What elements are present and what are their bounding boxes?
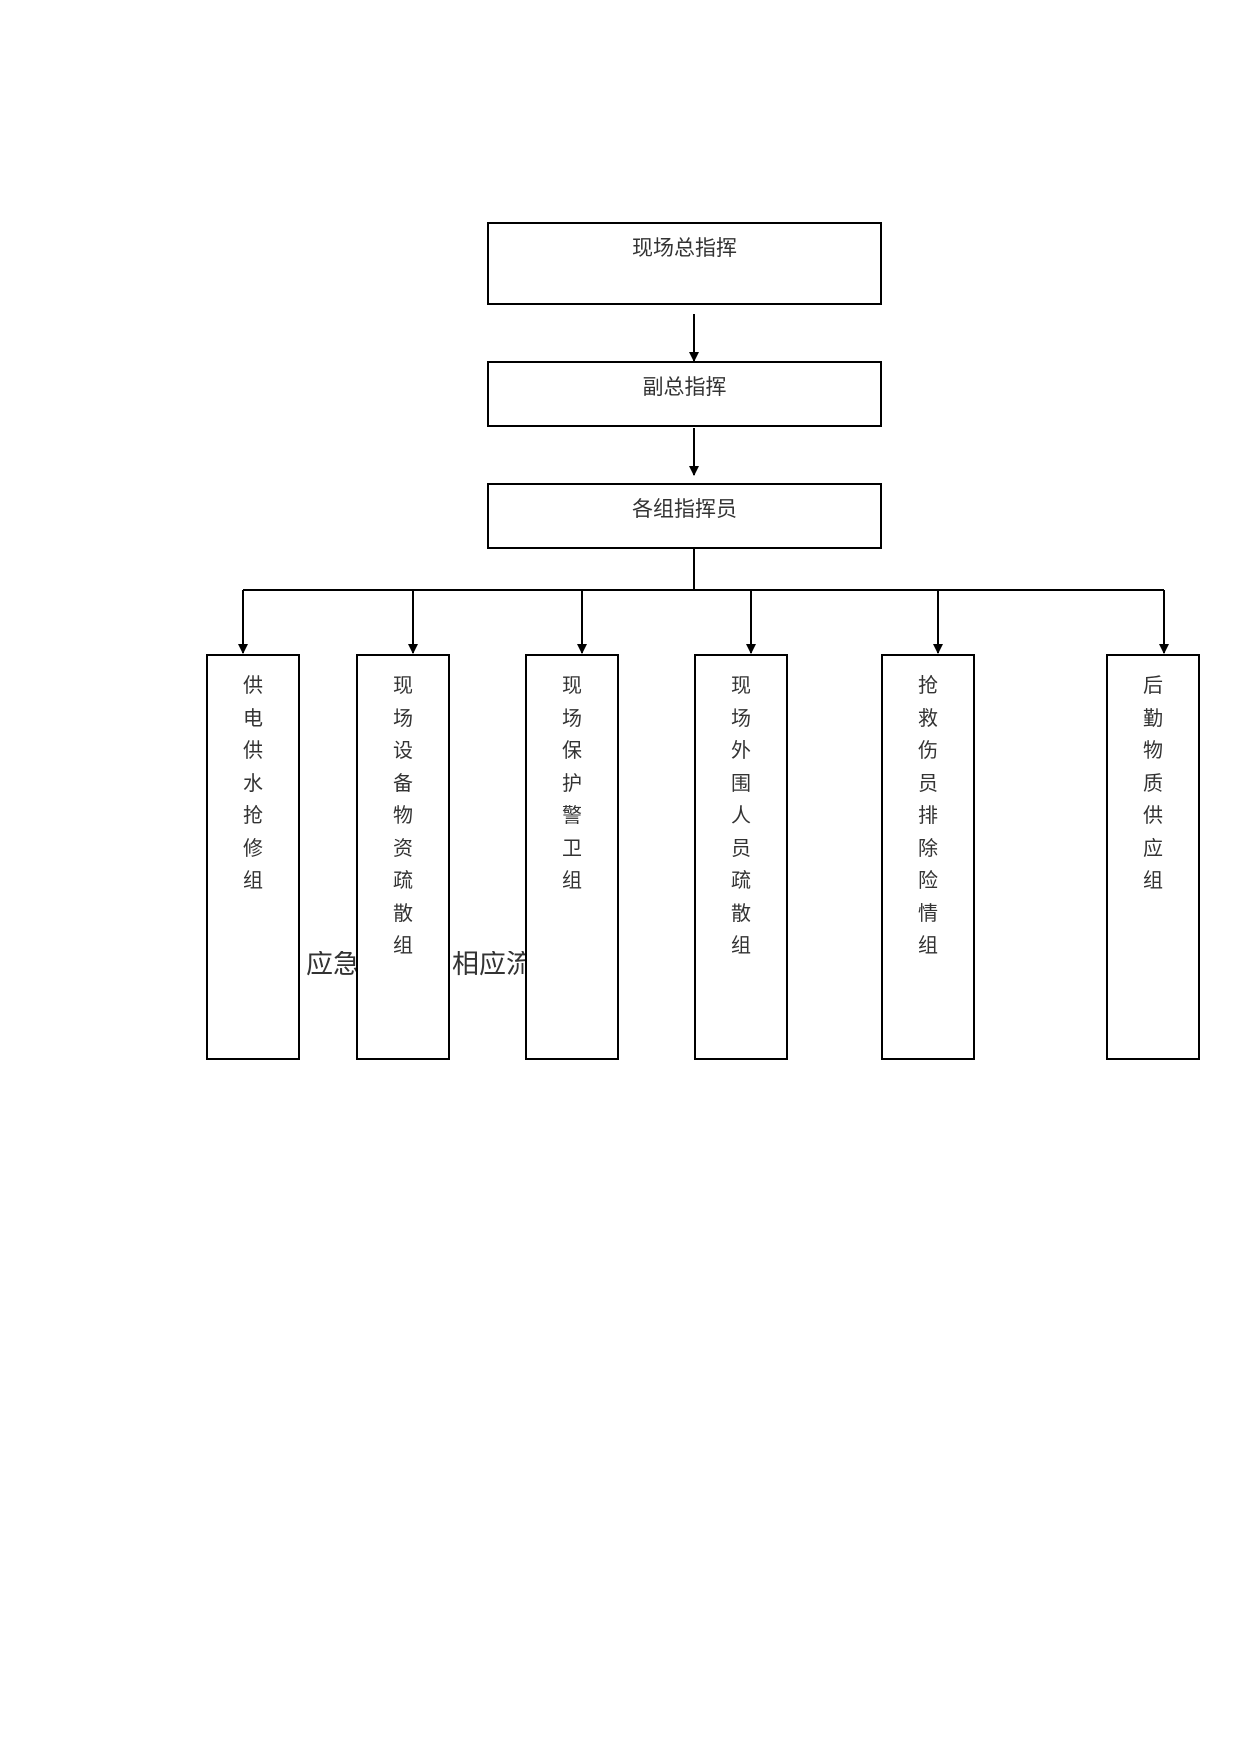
deputy-commander-box: 副总指挥: [487, 361, 882, 427]
partial-caption-2: 相应流: [452, 951, 528, 978]
group-box-perimeter-evacuation: 现场外围人员疏散组: [694, 654, 788, 1060]
group-commanders-box: 各组指挥员: [487, 483, 882, 549]
group-label-equipment-evacuation: 现场设备物资疏散组: [393, 673, 413, 957]
group-box-equipment-evacuation: 现场设备物资疏散组: [356, 654, 450, 1060]
group-box-power-water-repair: 供电供水抢修组: [206, 654, 300, 1060]
group-label-rescue-hazard: 抢救伤员排除险情组: [918, 673, 938, 957]
group-label-perimeter-evacuation: 现场外围人员疏散组: [731, 673, 751, 957]
group-label-power-water-repair: 供电供水抢修组: [243, 673, 263, 892]
commander-label: 现场总指挥: [632, 236, 737, 260]
group-box-logistics-supply: 后勤物质供应组: [1106, 654, 1200, 1060]
partial-caption-1: 应急: [306, 951, 360, 978]
deputy-commander-label: 副总指挥: [642, 375, 727, 399]
group-commanders-label: 各组指挥员: [632, 497, 737, 521]
commander-box: 现场总指挥: [487, 222, 882, 305]
group-box-rescue-hazard: 抢救伤员排除险情组: [881, 654, 975, 1060]
group-label-logistics-supply: 后勤物质供应组: [1143, 673, 1163, 892]
group-label-site-security: 现场保护警卫组: [562, 673, 582, 892]
group-box-site-security: 现场保护警卫组: [525, 654, 619, 1060]
